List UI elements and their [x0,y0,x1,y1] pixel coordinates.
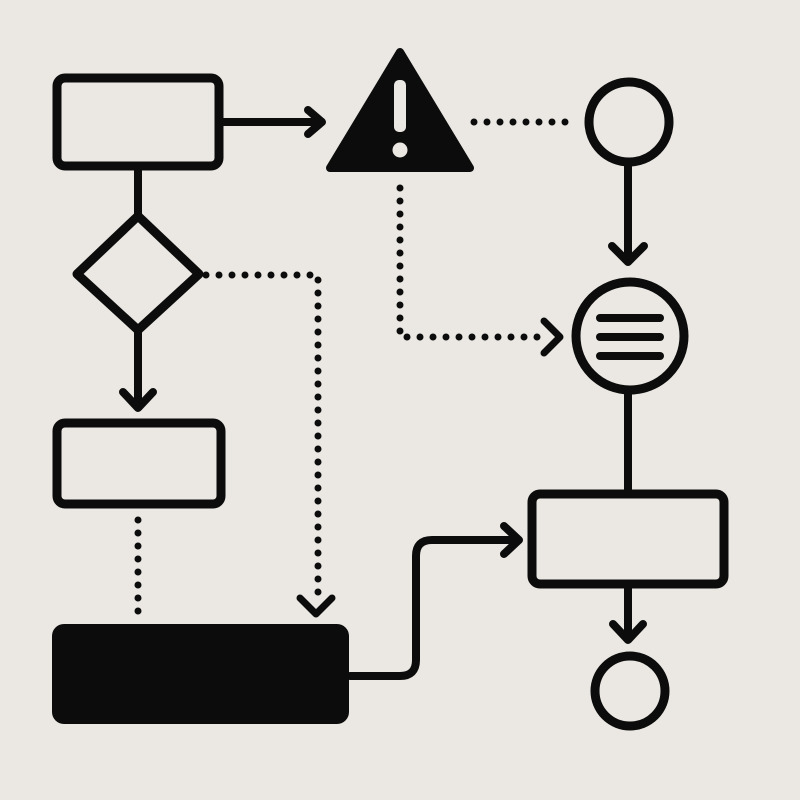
process-box-mid-left [52,418,226,509]
end-circle [590,651,670,731]
edge-decision-to-process-mid-left [119,326,157,412]
warning-node [326,48,474,172]
edge-start-circle-to-list-circle [608,162,648,266]
edge-process-top-left-to-warning [218,106,326,138]
list-circle-node [571,277,689,395]
warning-exclamation-dot [392,142,408,158]
edge-process-right-to-end-circle [609,582,647,644]
edge-decision-to-process-bottom-left [202,271,336,618]
process-box-right [527,489,729,589]
warning-exclamation-bar [394,80,406,132]
menu-lines-icon [596,314,664,360]
start-circle [584,77,674,167]
process-box-top-left [52,73,224,171]
edge-warning-to-list-circle [396,184,564,357]
process-box-bottom-left-filled [52,624,349,724]
decision-diamond [72,211,204,335]
edge-process-bottom-left-to-process-right [346,522,523,680]
